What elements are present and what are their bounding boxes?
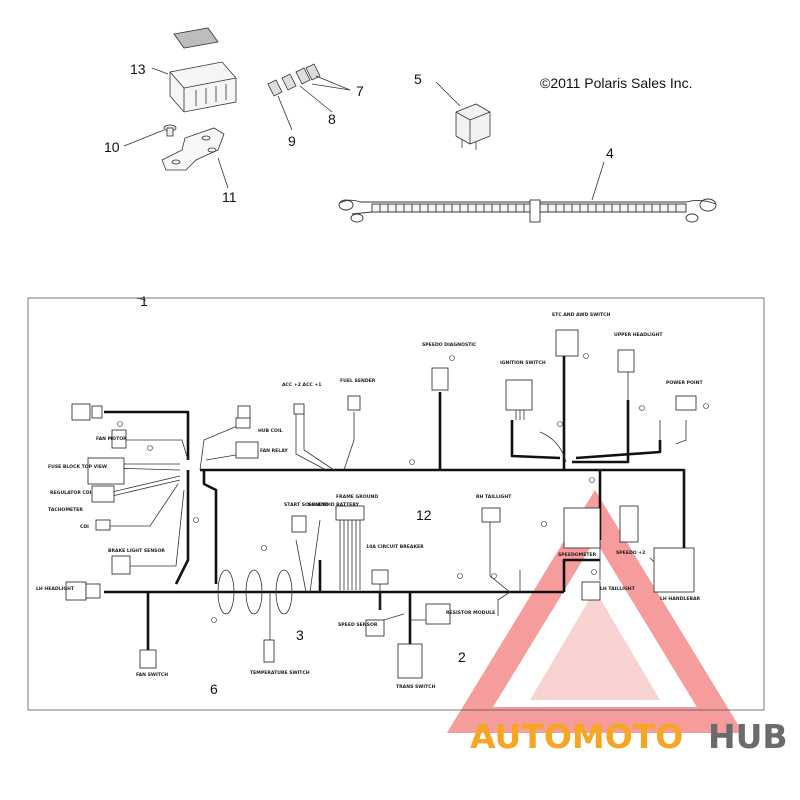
label-solenoid-battery: SOLENOID BATTERY — [308, 502, 360, 508]
label-regulator: REGULATOR CDI — [50, 490, 92, 496]
label-circuit-breaker: 10A CIRCUIT BREAKER — [366, 544, 424, 550]
label-acc: ACC +2 ACC +1 — [282, 382, 321, 388]
connector-speedo-diag — [431, 367, 449, 391]
label-speedo-2: SPEEDO +2 — [616, 550, 645, 556]
connector-regulator — [91, 485, 115, 503]
label-speedo-diagnostic: SPEEDO DIAGNOSTIC — [422, 342, 477, 348]
callout-9: 9 — [288, 133, 296, 149]
connector-lh-taillight — [581, 581, 601, 601]
label-speedometer: SPEEDOMETER — [558, 552, 597, 558]
callout-12: 12 — [416, 507, 432, 523]
connector-circuit-breaker — [371, 569, 389, 585]
connector-fan-relay — [235, 441, 259, 459]
label-fan-switch: FAN SWITCH — [136, 672, 168, 678]
connector-speedo-2 — [619, 505, 639, 543]
label-tachometer: TACHOMETER — [48, 507, 83, 513]
connector-frame-ground — [335, 505, 365, 521]
connector-fuel-sender — [347, 395, 361, 411]
harness-callout-bubbles — [117, 353, 709, 623]
part-bolt — [163, 124, 177, 137]
callout-4: 4 — [606, 145, 614, 161]
connector-speed-sensor — [365, 619, 385, 637]
label-brake-light: BRAKE LIGHT SENSOR — [108, 548, 165, 554]
callout-3: 3 — [296, 627, 304, 643]
connector-fan-motor — [111, 429, 127, 449]
copyright-text: ©2011 Polaris Sales Inc. — [540, 75, 692, 91]
label-frame-ground: FRAME GROUND — [336, 494, 378, 500]
part-relay — [455, 103, 491, 150]
callout-10: 10 — [104, 139, 120, 155]
connector-speedometer — [563, 507, 601, 549]
connector-upper-headlight — [617, 349, 635, 373]
connector-lh-handlebar — [653, 547, 695, 593]
watermark-hub: HUB — [708, 717, 788, 756]
callout-numbers: 13 10 11 9 8 7 5 4 1 12 3 2 6 — [104, 61, 614, 697]
connector-etc-awd — [555, 329, 579, 357]
label-upper-headlight: UPPER HEADLIGHT — [614, 332, 663, 338]
part-bracket — [161, 127, 225, 171]
label-etc-awd: ETC AND AWD SWITCH — [552, 312, 610, 318]
connector-trans-switch — [397, 643, 423, 679]
harness-wire-loops — [217, 569, 293, 615]
connector-ignition — [505, 379, 533, 411]
connector-fan-switch — [139, 649, 157, 669]
callout-5: 5 — [414, 71, 422, 87]
connector-resistor — [425, 603, 451, 625]
label-hub-coil: HUB COIL — [258, 428, 283, 434]
connector-brake-light — [111, 555, 131, 575]
label-fuse-block: FUSE BLOCK TOP VIEW — [48, 464, 107, 470]
label-cdi: CDI — [80, 524, 89, 530]
callout-1: 1 — [140, 293, 148, 309]
part-fuses — [267, 63, 321, 97]
label-lh-handlebar: LH HANDLEBAR — [660, 596, 701, 602]
callout-2: 2 — [458, 649, 466, 665]
connector-start-solenoid — [291, 515, 307, 533]
callout-8: 8 — [328, 111, 336, 127]
connector-fuse-block — [87, 457, 125, 485]
label-ignition-switch: IGNITION SWITCH — [500, 360, 546, 366]
part-battery-cable — [338, 198, 717, 223]
label-fuel-sender: FUEL SENDER — [340, 378, 376, 384]
connector-top-left — [71, 403, 91, 421]
label-speed-sensor: SPEED SENSOR — [338, 622, 378, 628]
label-rh-taillight: RH TAILLIGHT — [476, 494, 512, 500]
label-lh-headlight: LH HEADLIGHT — [36, 586, 75, 592]
label-power-point: POWER POINT — [666, 380, 703, 386]
connector-temp-switch — [263, 639, 275, 663]
label-fan-motor: FAN MOTOR — [96, 436, 127, 442]
label-trans-switch: TRANS SWITCH — [396, 684, 436, 690]
connector-power-point — [675, 395, 697, 411]
connector-cdi — [95, 519, 111, 531]
callout-7: 7 — [356, 83, 364, 99]
callout-leaders — [123, 67, 605, 301]
callout-6: 6 — [210, 681, 218, 697]
label-fan-relay: FAN RELAY — [260, 448, 288, 454]
label-lh-taillight: LH TAILLIGHT — [600, 586, 636, 592]
watermark-automoto: AUTOMOTO — [470, 717, 683, 756]
label-start-solenoid: START SOLENOID — [284, 502, 328, 508]
harness-labels: FAN MOTOR HUB COIL FAN RELAY FUSE BLOCK … — [36, 312, 703, 690]
watermark-logo — [446, 490, 744, 733]
watermark-text: AUTOMOTO HUB — [470, 717, 788, 756]
harness-connectors — [65, 329, 697, 679]
connector-rh-taillight — [481, 507, 501, 523]
harness-frame — [27, 297, 765, 711]
callout-11: 11 — [222, 189, 237, 205]
label-resistor-module: RESISTOR MODULE — [446, 610, 495, 616]
label-temperature-switch: TEMPERATURE SWITCH — [250, 670, 310, 676]
part-fuse-box — [169, 27, 237, 113]
callout-13: 13 — [130, 61, 146, 77]
